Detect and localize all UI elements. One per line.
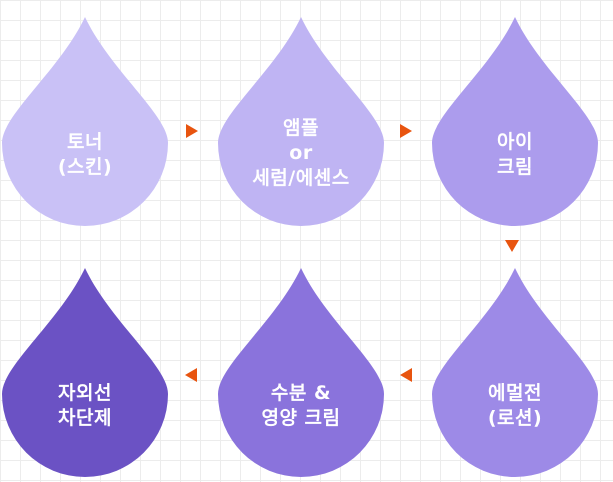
step-label-line: 토너 (67, 131, 103, 153)
arrow-left-icon (400, 368, 412, 382)
step-moisture-cream-drop: 수분 & 영양 크림 (216, 266, 386, 478)
step-label-line: 세럼/에센스 (252, 166, 350, 189)
step-label: 수분 & 영양 크림 (216, 361, 386, 451)
step-label-line: 수분 & (270, 382, 332, 404)
step-label-line: or (289, 141, 313, 164)
step-toner-drop: 토너 (스킨) (0, 15, 170, 227)
step-label-line: 크림 (497, 156, 533, 178)
step-label: 아이 크림 (430, 110, 600, 200)
step-ampoule-drop: 앰플 or 세럼/에센스 (216, 15, 386, 227)
step-sunscreen-drop: 자외선 차단제 (0, 266, 170, 478)
step-label-line: 앰플 (283, 116, 319, 139)
step-emulsion-drop: 에멀전 (로션) (430, 266, 600, 478)
step-label-line: 아이 (497, 131, 533, 153)
arrow-right-icon (186, 124, 198, 138)
water-drop-icon (217, 17, 384, 227)
step-label: 자외선 차단제 (0, 361, 170, 451)
step-label-line: 차단제 (58, 407, 112, 429)
step-label-line: (로션) (487, 407, 543, 429)
arrow-left-icon (185, 368, 197, 382)
step-label: 토너 (스킨) (0, 110, 170, 200)
water-drop-icon (1, 17, 169, 227)
water-drop-icon (1, 268, 169, 478)
arrow-right-icon (400, 124, 412, 138)
step-label: 앰플 or 세럼/에센스 (216, 103, 386, 203)
step-label: 에멀전 (로션) (430, 361, 600, 451)
water-drop-icon (217, 268, 384, 478)
step-label-line: 영양 크림 (261, 407, 341, 429)
step-eye-cream-drop: 아이 크림 (430, 15, 600, 227)
water-drop-icon (432, 17, 598, 227)
arrow-down-icon (505, 240, 519, 252)
step-label-line: 자외선 (58, 382, 112, 404)
step-label-line: 에멀전 (488, 382, 542, 404)
step-label-line: (스킨) (57, 156, 113, 178)
water-drop-icon (432, 268, 598, 478)
